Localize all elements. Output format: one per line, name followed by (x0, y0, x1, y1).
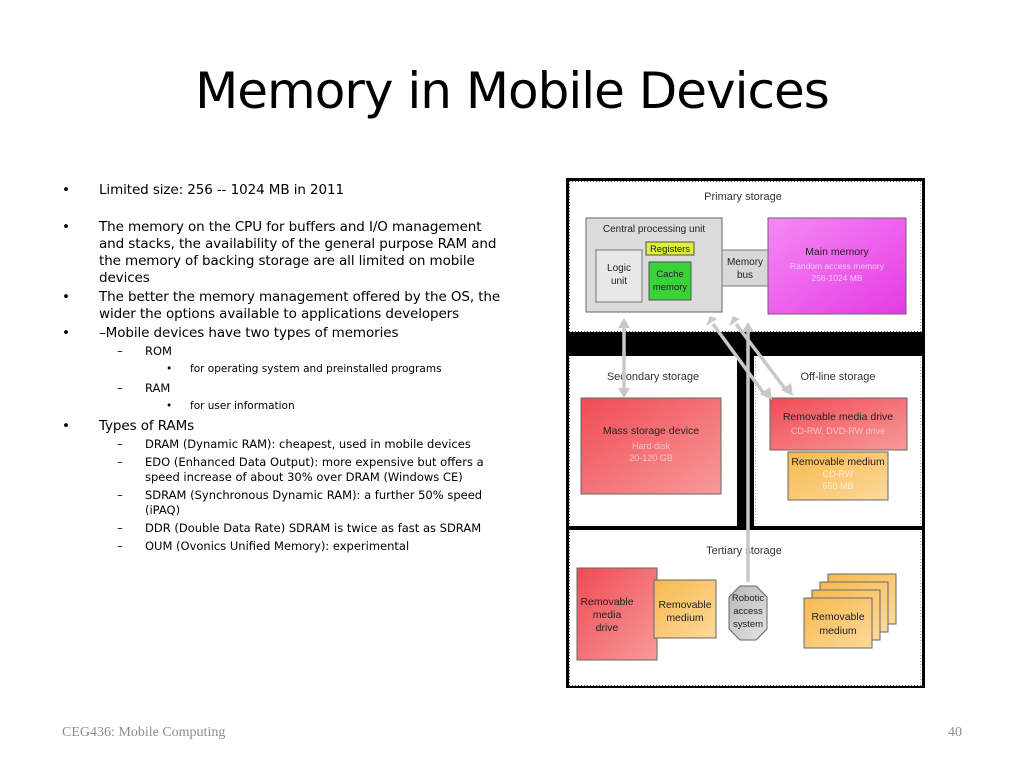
offline-storage-label: Off-line storage (800, 371, 875, 383)
mass-storage-label: Mass storage device (603, 425, 699, 437)
media-stack-label-2: medium (819, 625, 857, 637)
cpu-label: Central processing unit (603, 224, 705, 235)
removable-media-drive-sub: CD-RW, DVD-RW drive (791, 426, 885, 436)
main-memory-sub-1: Random access memory (790, 261, 885, 271)
main-memory-box (767, 217, 907, 315)
main-memory-sub-2: 256-1024 MB (811, 273, 862, 283)
media-stack-label-1: Removable (811, 611, 864, 623)
tertiary-medium-box (653, 579, 717, 639)
bullet-level-2: OUM (Ovonics Unified Memory): experiment… (62, 539, 502, 554)
removable-medium-sub-1: CD-RW (823, 469, 854, 479)
bullet-level-2: EDO (Enhanced Data Output): more expensi… (62, 455, 502, 485)
bullet-level-2: DRAM (Dynamic RAM): cheapest, used in mo… (62, 437, 502, 452)
robotic-label-1: Robotic (732, 593, 764, 604)
mass-storage-sub-2: 20-120 GB (629, 453, 673, 463)
bullet-level-1: –Mobile devices have two types of memori… (62, 325, 502, 342)
memory-bus-label-2: bus (737, 270, 753, 281)
bullet-level-1: The memory on the CPU for buffers and I/… (62, 219, 502, 287)
bullet-level-3: for user information (62, 399, 502, 413)
robotic-access-octagon (728, 585, 768, 641)
logic-unit-label-2: unit (611, 276, 627, 287)
memory-bus-box (721, 249, 769, 287)
media-stack-card-4 (803, 597, 873, 649)
cache-label-1: Cache (656, 269, 683, 280)
slide-title: Memory in Mobile Devices (195, 62, 830, 120)
secondary-storage-label: Secondary storage (607, 371, 699, 383)
connector-arrows (618, 316, 793, 582)
robotic-label-2: access (733, 606, 763, 617)
robotic-label-3: system (733, 619, 763, 630)
tertiary-storage-label: Tertiary storage (706, 545, 782, 557)
bullet-level-2: ROM (62, 344, 502, 359)
tertiary-medium-label-2: medium (666, 612, 704, 624)
mass-storage-sub-1: Hard disk (632, 441, 671, 451)
cache-memory-box (648, 261, 692, 301)
main-memory-label: Main memory (805, 246, 869, 258)
bullet-level-1: The better the memory management offered… (62, 289, 502, 323)
memory-bus-label-1: Memory (727, 257, 763, 268)
bullet-level-2: RAM (62, 381, 502, 396)
storage-hierarchy-diagram: Primary storage Central processing unit … (566, 178, 926, 695)
removable-media-drive-box (769, 397, 908, 451)
bullet-level-1: Types of RAMs (62, 418, 502, 435)
footer-course-title: CEG436: Mobile Computing (62, 725, 226, 740)
tertiary-media-drive-label-3: drive (596, 622, 619, 634)
bullet-level-3: for operating system and preinstalled pr… (62, 362, 502, 376)
removable-medium-box (787, 451, 889, 501)
mass-storage-box (580, 397, 722, 495)
tertiary-media-drive-label-2: media (593, 609, 622, 621)
cache-label-2: memory (653, 282, 688, 293)
tertiary-media-drive-label-1: Removable (580, 596, 633, 608)
tertiary-media-drive-box (576, 567, 658, 661)
removable-media-drive-label: Removable media drive (783, 411, 893, 423)
bullet-list: Limited size: 256 -- 1024 MB in 2011The … (62, 182, 502, 557)
bullet-level-2: SDRAM (Synchronous Dynamic RAM): a furth… (62, 488, 502, 518)
bullet-level-2: DDR (Double Data Rate) SDRAM is twice as… (62, 521, 502, 536)
logic-unit-box (595, 249, 643, 303)
bullet-level-1: Limited size: 256 -- 1024 MB in 2011 (62, 182, 502, 199)
registers-label: Registers (650, 244, 690, 255)
tertiary-medium-label-1: Removable (658, 599, 711, 611)
registers-box (645, 241, 695, 256)
removable-medium-sub-2: 650 MB (822, 481, 853, 491)
removable-medium-label: Removable medium (791, 456, 885, 468)
primary-storage-label: Primary storage (704, 191, 782, 203)
footer-page-number: 40 (948, 725, 962, 740)
logic-unit-label-1: Logic (607, 263, 631, 274)
